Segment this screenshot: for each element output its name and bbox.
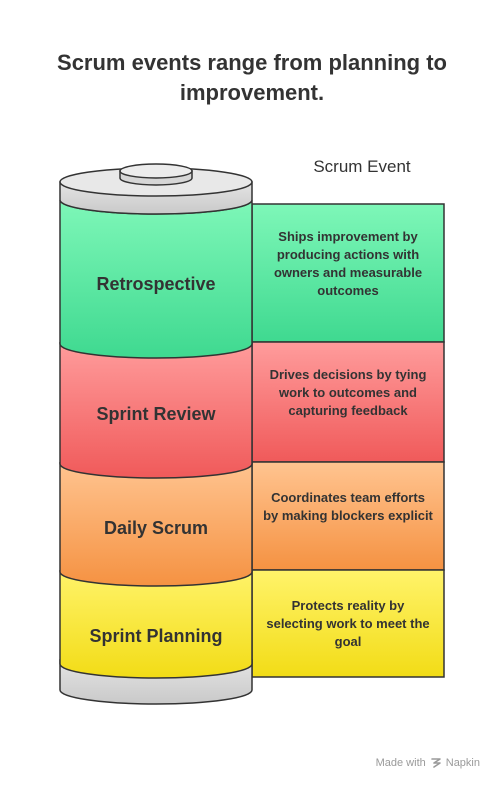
- brand-text: Napkin: [445, 757, 480, 769]
- segment-label-sprint-planning: Sprint Planning: [89, 626, 223, 646]
- made-with-text: Made with: [375, 757, 426, 769]
- napkin-logo-icon: [430, 758, 441, 768]
- segment-label-daily-scrum: Daily Scrum: [103, 518, 209, 538]
- column-label: Scrum Event: [313, 157, 411, 176]
- segment-label-retrospective: Retrospective: [96, 274, 216, 294]
- description-sprint-planning: Protects reality by selecting work to me…: [266, 598, 430, 649]
- description-retrospective: Ships improvement by producing actions w…: [273, 229, 423, 298]
- desc-box-daily-scrum: [251, 461, 445, 571]
- footer-credit: Made with Napkin: [376, 757, 480, 769]
- page-title: Scrum events range from planning to impr…: [57, 50, 447, 105]
- description-daily-scrum: Coordinates team efforts by making block…: [263, 490, 433, 523]
- desc-box-retrospective: [251, 203, 445, 343]
- description-sprint-review: Drives decisions by tying work to outcom…: [269, 367, 427, 418]
- desc-box-sprint-review: [251, 341, 445, 463]
- segment-label-sprint-review: Sprint Review: [96, 404, 216, 424]
- battery-terminal-top: [119, 163, 193, 179]
- desc-box-sprint-planning: [251, 569, 445, 678]
